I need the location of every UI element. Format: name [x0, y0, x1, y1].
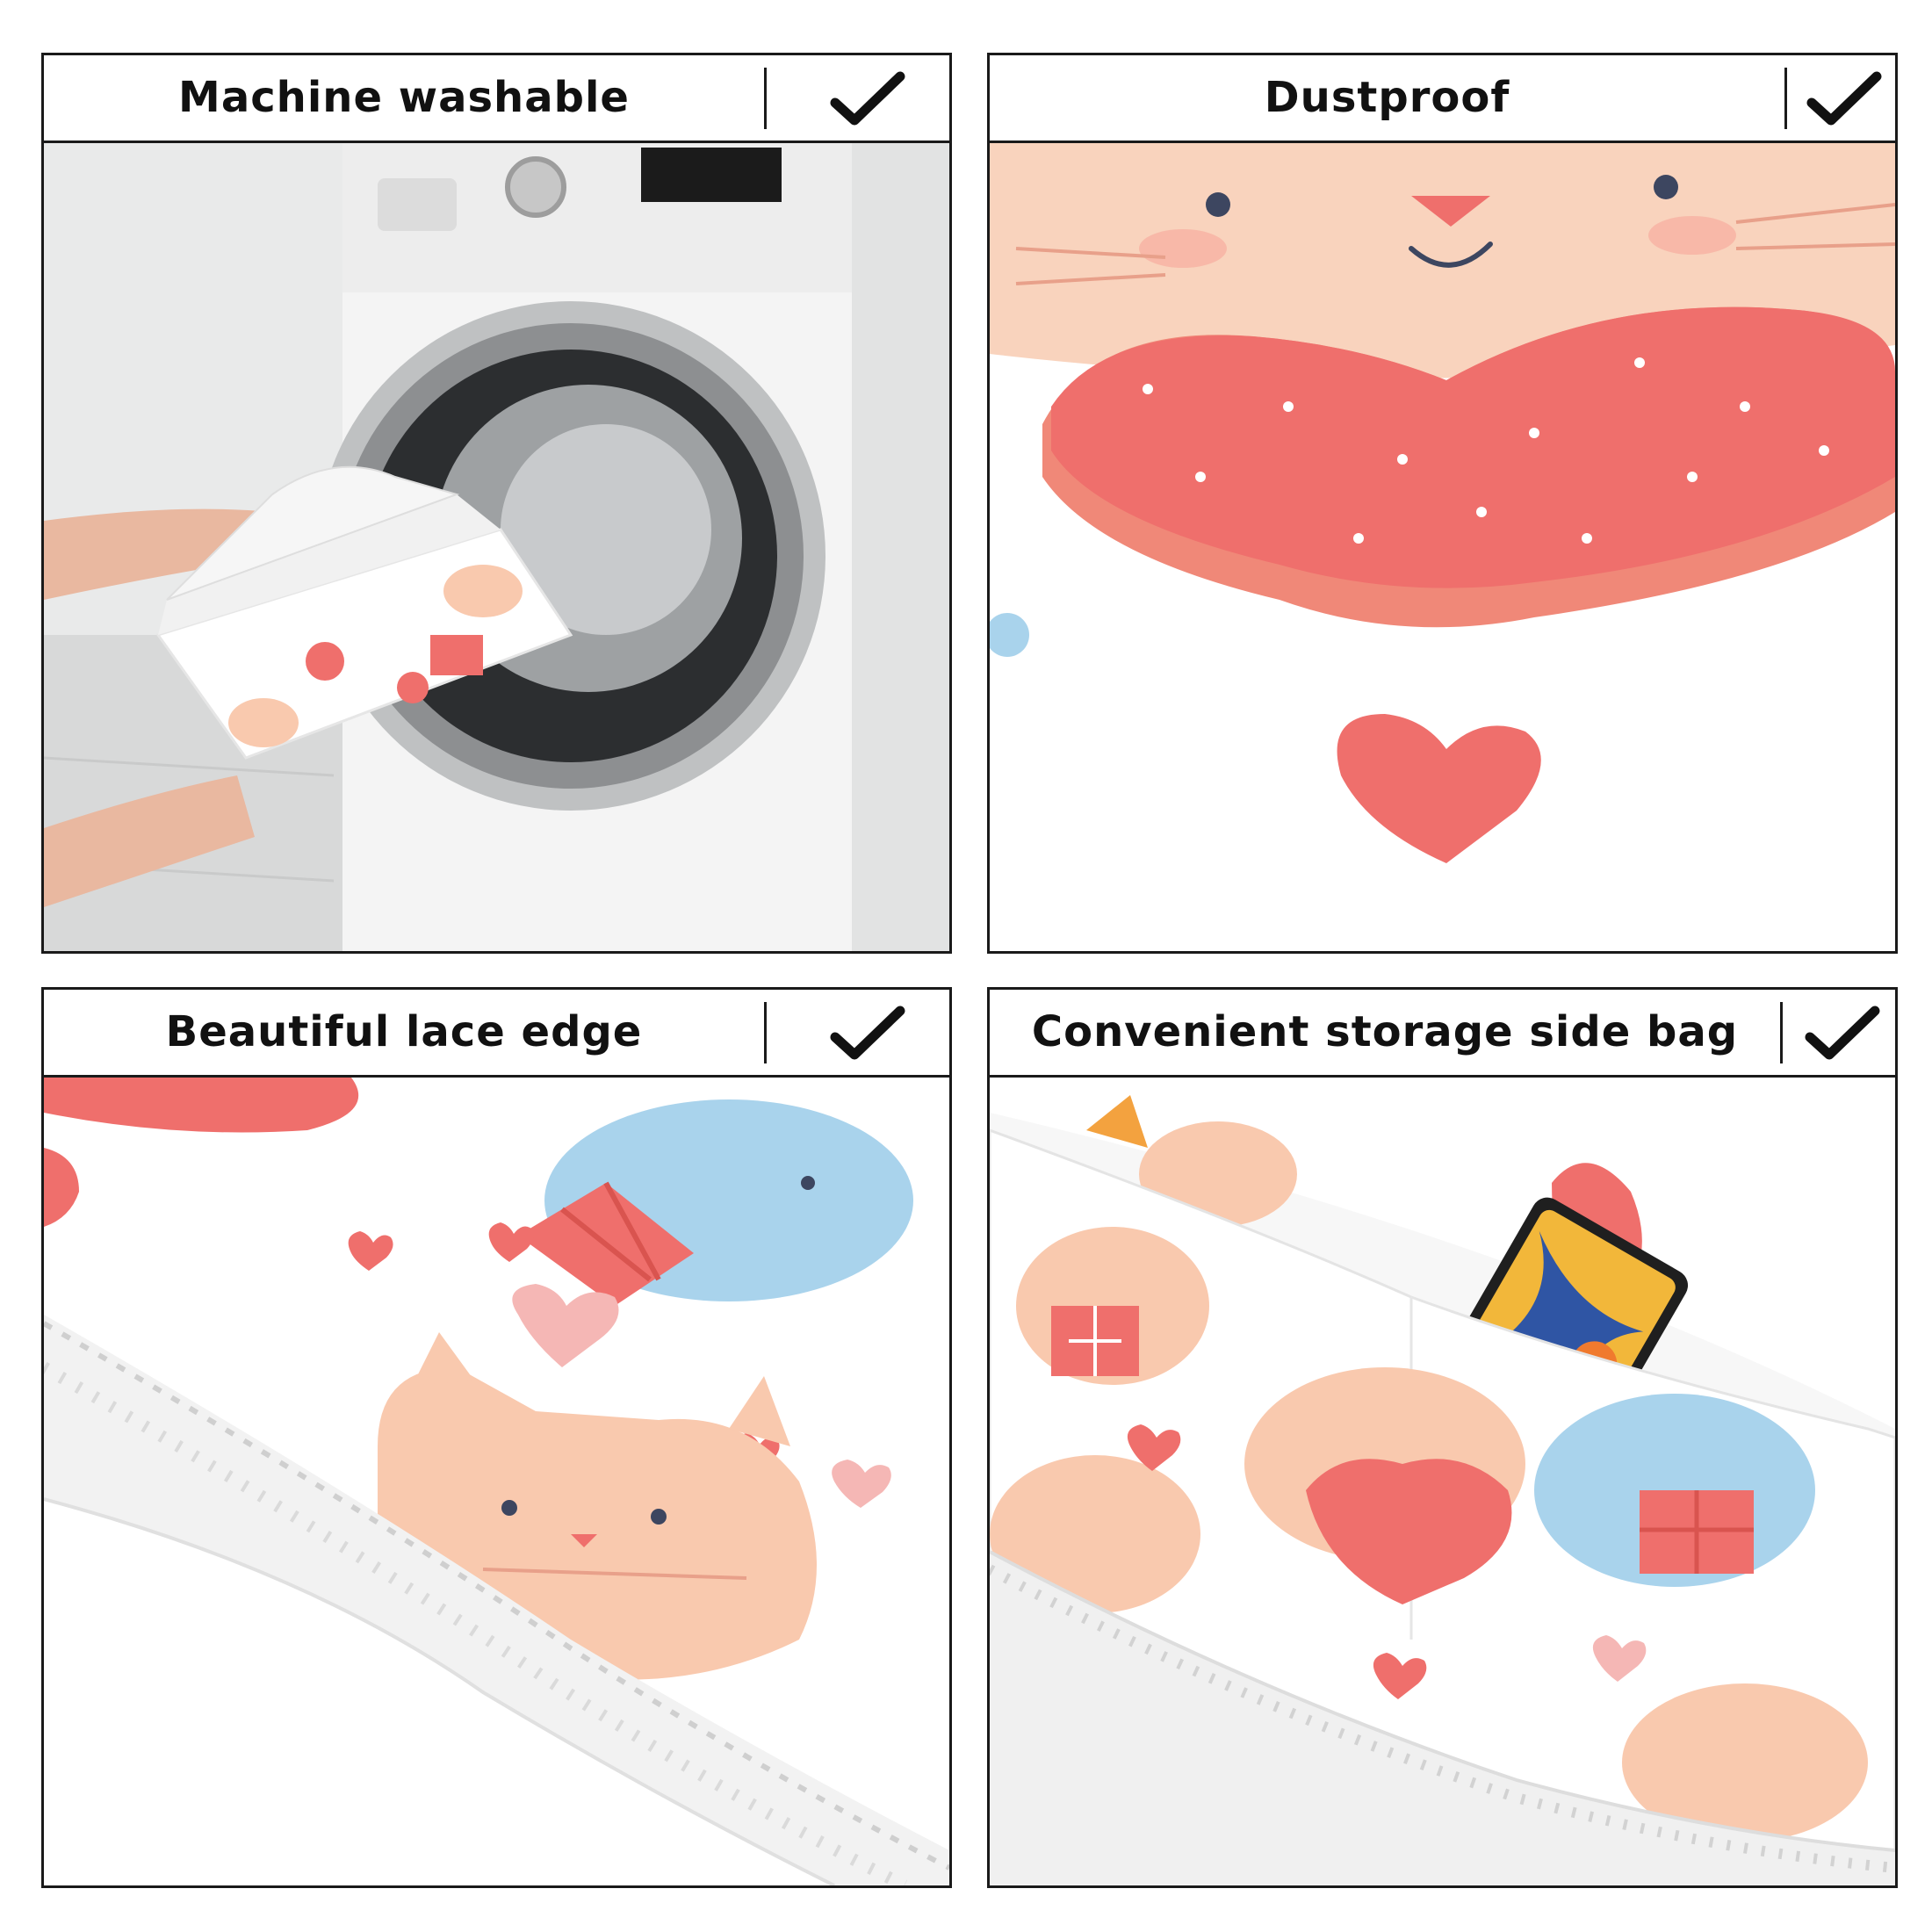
check-icon: [1806, 71, 1882, 126]
panel-header: Dustproof: [990, 55, 1895, 143]
panel-header: Convenient storage side bag: [990, 990, 1895, 1078]
feature-panel-dustproof: Dustproof: [987, 53, 1898, 954]
feature-panel-storage-side-bag: Convenient storage side bag: [987, 987, 1898, 1888]
panel-header: Machine washable: [44, 55, 949, 143]
lace-edge-closeup: [44, 1078, 949, 1885]
panel-title: Convenient storage side bag: [1031, 1007, 1739, 1056]
panel-header: Beautiful lace edge: [44, 990, 949, 1078]
header-divider: [1780, 1002, 1783, 1063]
fabric-closeup-cat-heart: [990, 143, 1895, 951]
feature-panel-machine-washable: Machine washable: [41, 53, 952, 954]
check-icon: [1805, 1006, 1880, 1060]
panel-title: Beautiful lace edge: [165, 1007, 643, 1056]
side-pocket-closeup: [990, 1078, 1895, 1885]
panel-title: Machine washable: [178, 73, 630, 122]
washing-machine-photo: [44, 143, 949, 951]
header-divider: [764, 68, 767, 129]
header-divider: [1784, 68, 1787, 129]
panel-title: Dustproof: [1264, 73, 1510, 122]
check-icon: [830, 71, 905, 126]
feature-panel-lace-edge: Beautiful lace edge: [41, 987, 952, 1888]
check-icon: [830, 1006, 905, 1060]
header-divider: [764, 1002, 767, 1063]
